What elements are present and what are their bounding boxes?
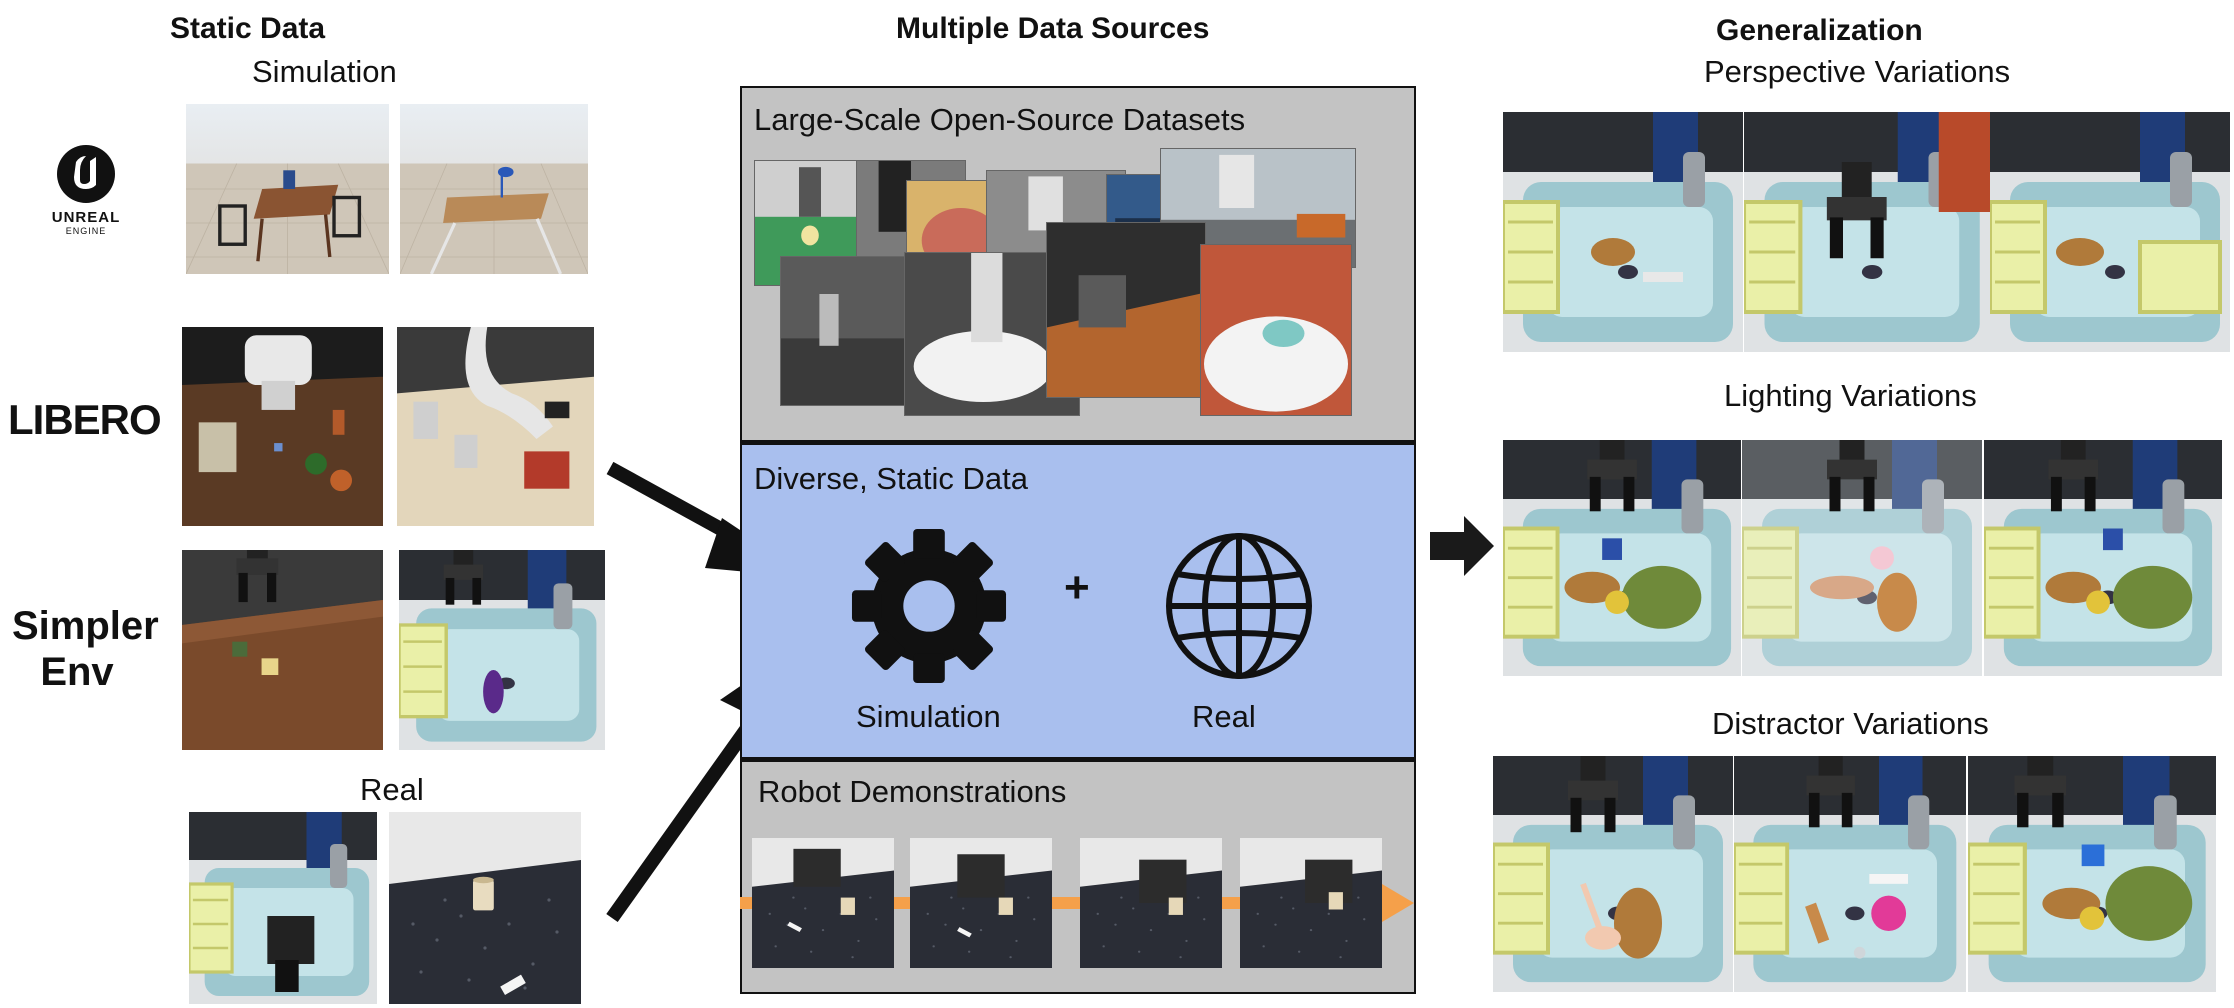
- simulation-label: Simulation: [252, 54, 397, 89]
- unreal-scene-2: [400, 104, 588, 274]
- libero-scene-2: [397, 327, 594, 526]
- gear-icon: [851, 528, 1007, 684]
- distractor-image-2: [1734, 756, 1966, 992]
- dataset-image-10: [1200, 244, 1352, 416]
- distractor-image-1: [1493, 756, 1733, 992]
- simpler-env-logo: Simpler Env: [12, 603, 159, 695]
- real-scene-1: [189, 812, 377, 1004]
- distractor-variations-label: Distractor Variations: [1712, 706, 1989, 741]
- robot-demonstrations-label: Robot Demonstrations: [758, 774, 1067, 809]
- arrow-to-generalization-icon: [1430, 516, 1494, 576]
- unreal-text: UNREAL: [51, 209, 121, 226]
- simpler-env-line-2: Env: [40, 650, 114, 694]
- perspective-variations-label: Perspective Variations: [1704, 54, 2011, 89]
- demo-timeline-arrow-icon: [1382, 884, 1414, 922]
- diverse-static-data-label: Diverse, Static Data: [754, 461, 1028, 496]
- unreal-scene-1: [186, 104, 389, 274]
- simulation-icon-label: Simulation: [856, 699, 1001, 734]
- lighting-variations-label: Lighting Variations: [1724, 378, 1977, 413]
- globe-icon: [1166, 533, 1312, 679]
- diverse-static-data-panel: Diverse, Static Data + Simulation Real: [740, 440, 1416, 762]
- dataset-image-9: [1046, 222, 1206, 398]
- lighting-image-2: [1742, 440, 1982, 676]
- demo-frame-2: [910, 838, 1052, 968]
- perspective-image-1: [1503, 112, 1743, 352]
- static-data-heading: Static Data: [170, 12, 326, 45]
- datasets-panel-label: Large-Scale Open-Source Datasets: [754, 102, 1246, 137]
- lighting-image-3: [1984, 440, 2222, 676]
- distractor-image-3: [1968, 756, 2216, 992]
- real-label-left: Real: [360, 772, 424, 807]
- real-icon-label: Real: [1192, 699, 1256, 734]
- perspective-image-2: [1744, 112, 1990, 352]
- libero-scene-1: [182, 327, 383, 526]
- multiple-data-sources-heading: Multiple Data Sources: [896, 12, 1210, 45]
- libero-logo: LIBERO: [8, 396, 162, 443]
- perspective-image-3: [1990, 112, 2230, 352]
- demo-frame-1: [752, 838, 894, 968]
- lighting-image-1: [1503, 440, 1741, 676]
- generalization-heading: Generalization: [1716, 14, 1923, 47]
- demo-frame-4: [1240, 838, 1382, 968]
- unreal-logo-icon: [57, 145, 115, 203]
- simpler-env-line-1: Simpler: [12, 604, 159, 648]
- simpler-scene-1: [182, 550, 383, 750]
- simpler-scene-2: [399, 550, 605, 750]
- plus-sign: +: [1064, 563, 1090, 612]
- dataset-image-7: [780, 256, 910, 406]
- unreal-subtext: ENGINE: [65, 226, 107, 236]
- demo-frame-3: [1080, 838, 1222, 968]
- real-scene-2: [389, 812, 581, 1004]
- demo-timeline-line: [740, 897, 1400, 909]
- unreal-engine-logo: UNREAL ENGINE: [38, 142, 134, 242]
